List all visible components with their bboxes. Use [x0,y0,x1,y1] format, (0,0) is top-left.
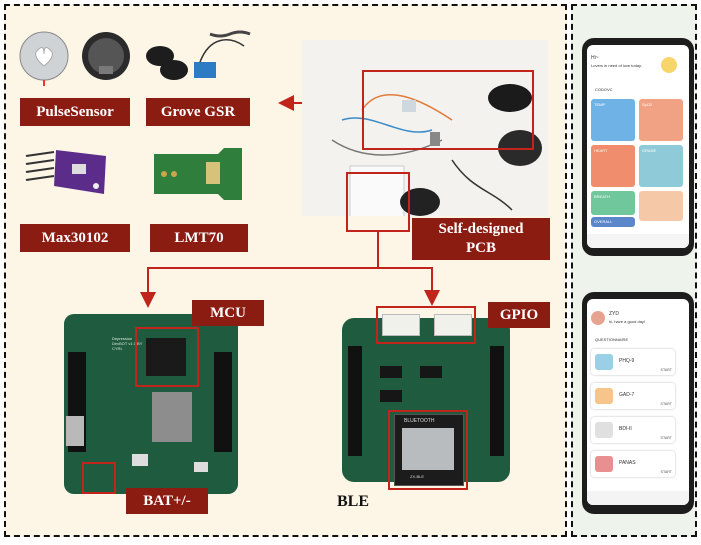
tile-overall[interactable]: OVERALL [591,217,635,227]
dashboard-subtitle: Lovers in need of love today. [591,63,642,68]
gad7-start[interactable]: START [660,402,672,406]
ble-module-code: ZX-BLE [410,474,425,479]
tile-temp[interactable]: TEMP [591,99,635,141]
tile-spo2[interactable]: SpO2 [639,99,683,141]
max30102-photo [22,142,126,200]
tile-breath-label: BREATH [594,194,610,199]
user-name: ZYD [609,311,619,317]
mcu-highlight-box [135,327,199,387]
pcb-label: Self-designed PCB [412,218,550,260]
panas-icon [595,456,613,472]
gad7-icon [595,388,613,404]
tile-spo2-label: SpO2 [642,102,653,107]
questionnaire-screen: ZYD hi, have a good day! QUESTIONNAIRE P… [587,299,689,505]
dashboard-section: CODOVC [595,87,613,92]
battery-highlight-box [82,462,116,494]
mcu-label: MCU [192,300,264,326]
bdi-icon [595,422,613,438]
tile-heart-label: HEART [594,148,608,153]
ble-module-shield [402,428,454,470]
questionnaire-nav-bar [587,491,689,505]
sensor-highlight-box [362,70,534,150]
grove-gsr-label: Grove GSR [146,98,250,126]
phone-questionnaire: ZYD hi, have a good day! QUESTIONNAIRE P… [582,292,694,514]
smiley-icon [661,57,677,73]
board-silkscreen: Depression DevBOT v1.0 BY CYRL [112,336,143,351]
dashboard-nav-bar [587,234,689,248]
phq9-label: PHQ-9 [619,358,635,364]
lmt70-label: LMT70 [150,224,248,252]
gad7-label: GAD-7 [619,392,635,398]
max30102-label: Max30102 [20,224,130,252]
battery-label: BAT+/- [126,488,208,514]
ble-board-photo [340,316,512,484]
dashboard-screen: Hi~ Lovers in need of love today. CODOVC… [587,45,689,248]
ble-highlight-box [388,410,468,490]
tile-spiral[interactable] [639,191,683,221]
mcu-board-photo [62,312,240,496]
tile-breath[interactable]: BREATH [591,191,635,215]
phone-dashboard: Hi~ Lovers in need of love today. CODOVC… [582,38,694,256]
bdi-start[interactable]: START [660,436,672,440]
phq9-icon [595,354,613,370]
questionnaire-row-panas[interactable]: PANAS START [591,451,675,477]
avatar [591,311,605,325]
pulse-sensor-label: PulseSensor [20,98,130,126]
tile-heart[interactable]: HEART [591,145,635,187]
questionnaire-row-phq9[interactable]: PHQ-9 START [591,349,675,375]
gpio-label: GPIO [488,302,550,328]
pcb-highlight-box [346,172,410,232]
tile-grade[interactable]: GRADE [639,145,683,187]
panas-start[interactable]: START [660,470,672,474]
ble-label: BLE [336,492,369,510]
arrow-to-gpio [378,267,440,306]
user-greeting: hi, have a good day! [609,319,646,324]
pcb-assembly-photo [302,40,548,221]
gpio-connector-1 [382,314,420,336]
tile-overall-label: OVERALL [594,219,613,224]
arrow-to-mcu [140,267,378,308]
questionnaire-row-gad7[interactable]: GAD-7 START [591,383,675,409]
grove-gsr-photo [140,26,252,88]
panas-label: PANAS [619,460,636,466]
phq9-start[interactable]: START [660,368,672,372]
gpio-highlight-box [376,306,476,344]
dashboard-greeting: Hi~ [591,55,599,61]
lmt70-photo [148,146,248,202]
ble-module-text: BLUETOOTH [404,418,435,424]
tile-temp-label: TEMP [594,102,606,107]
questionnaire-section: QUESTIONNAIRE [595,337,629,342]
gpio-connector-2 [434,314,472,336]
tile-grade-label: GRADE [642,148,657,153]
questionnaire-row-bdi[interactable]: BDI-II START [591,417,675,443]
pulse-sensor-photo [14,26,134,86]
bdi-label: BDI-II [619,426,632,432]
mcu-chip [146,338,186,376]
